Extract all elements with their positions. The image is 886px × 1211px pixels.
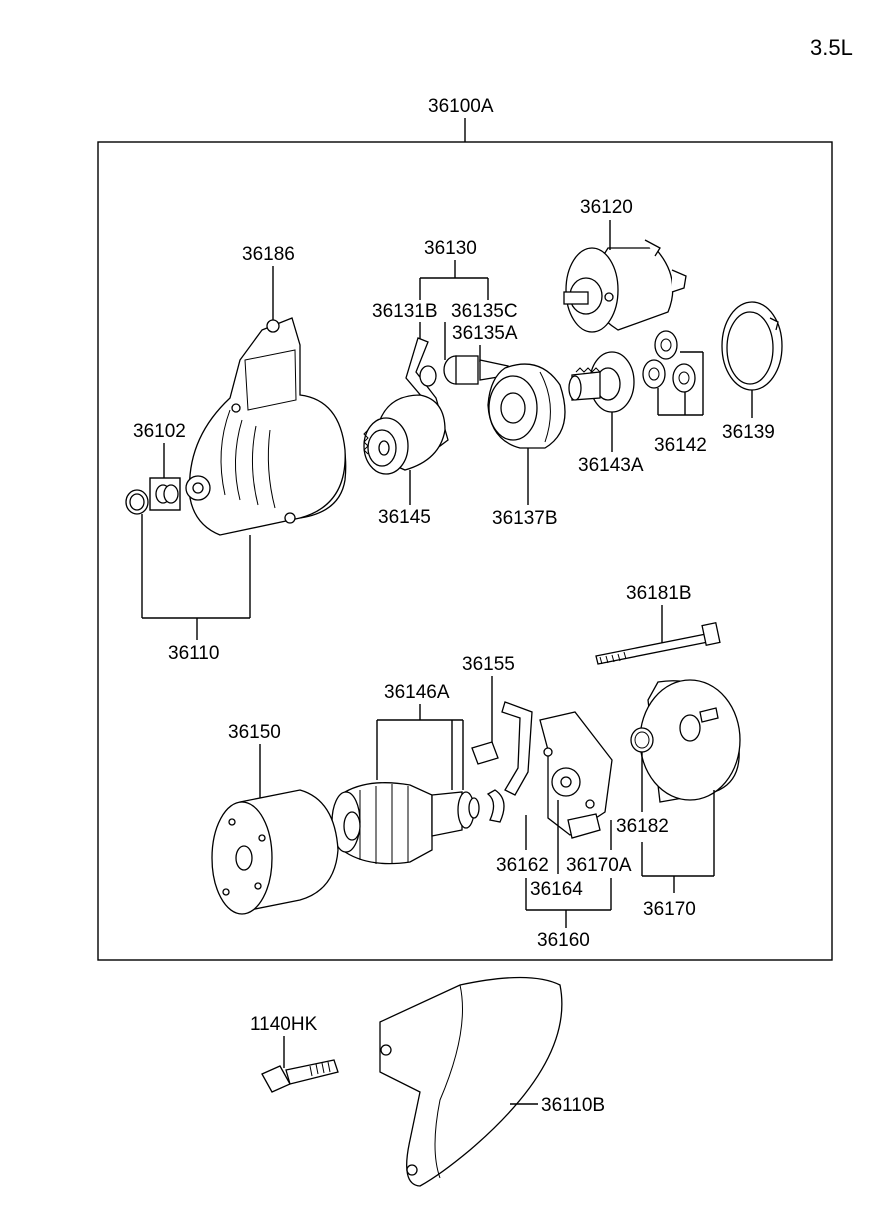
brush-holder-36160 <box>501 701 613 839</box>
ring-36182 <box>630 727 654 753</box>
part-label-1140HK: 1140HK <box>250 1014 318 1035</box>
part-label-36139: 36139 <box>722 422 775 443</box>
part-label-36135C: 36135C <box>451 301 518 322</box>
solenoid-36120 <box>563 239 687 333</box>
part-label-36181B: 36181B <box>626 583 692 604</box>
bushing-ring <box>125 489 149 515</box>
part-label-36142: 36142 <box>654 435 707 456</box>
part-label-36170A: 36170A <box>566 855 632 876</box>
through-bolt-36181B <box>595 621 721 665</box>
front-housing-36186 <box>185 317 347 536</box>
planetary-gears-36142 <box>642 330 696 393</box>
yoke-36150 <box>211 789 339 915</box>
part-label-36143A: 36143A <box>578 455 644 476</box>
part-label-36110B: 36110B <box>541 1095 605 1116</box>
part-label-36170: 36170 <box>643 899 696 920</box>
part-label-36162: 36162 <box>496 855 549 876</box>
bracket-36110B <box>379 976 563 1187</box>
armature-36146A <box>331 782 480 865</box>
mounting-bolt-1140HK <box>261 1059 339 1093</box>
part-label-36160: 36160 <box>537 930 590 951</box>
brush-springs-36155 <box>471 741 505 823</box>
part-label-36150: 36150 <box>228 722 281 743</box>
assembly-frame <box>97 141 833 961</box>
bushing-36102 <box>155 484 179 504</box>
planetary-shaft-36143A <box>568 351 635 413</box>
assembly-label-36100A: 36100A <box>428 96 494 117</box>
internal-gear-36137B <box>487 363 566 449</box>
part-label-36164: 36164 <box>530 879 583 900</box>
plunger-parts <box>443 355 509 385</box>
part-label-36131B: 36131B <box>372 301 438 322</box>
part-label-36130: 36130 <box>424 238 477 259</box>
gear-retainer-ring-36139 <box>721 301 783 391</box>
part-label-36186: 36186 <box>242 244 295 265</box>
part-label-36102: 36102 <box>133 421 186 442</box>
part-label-36182: 36182 <box>616 816 669 837</box>
rear-cover-36170 <box>639 679 741 803</box>
part-label-36155: 36155 <box>462 654 515 675</box>
part-label-36137B: 36137B <box>492 508 558 529</box>
part-label-36110: 36110 <box>168 643 219 664</box>
part-label-36120: 36120 <box>580 197 633 218</box>
part-label-36145: 36145 <box>378 507 431 528</box>
engine-variant-label: 3.5L <box>810 35 853 60</box>
overrunning-clutch-36145 <box>363 394 446 475</box>
part-label-36146A: 36146A <box>384 682 450 703</box>
part-label-36135A: 36135A <box>452 323 518 344</box>
